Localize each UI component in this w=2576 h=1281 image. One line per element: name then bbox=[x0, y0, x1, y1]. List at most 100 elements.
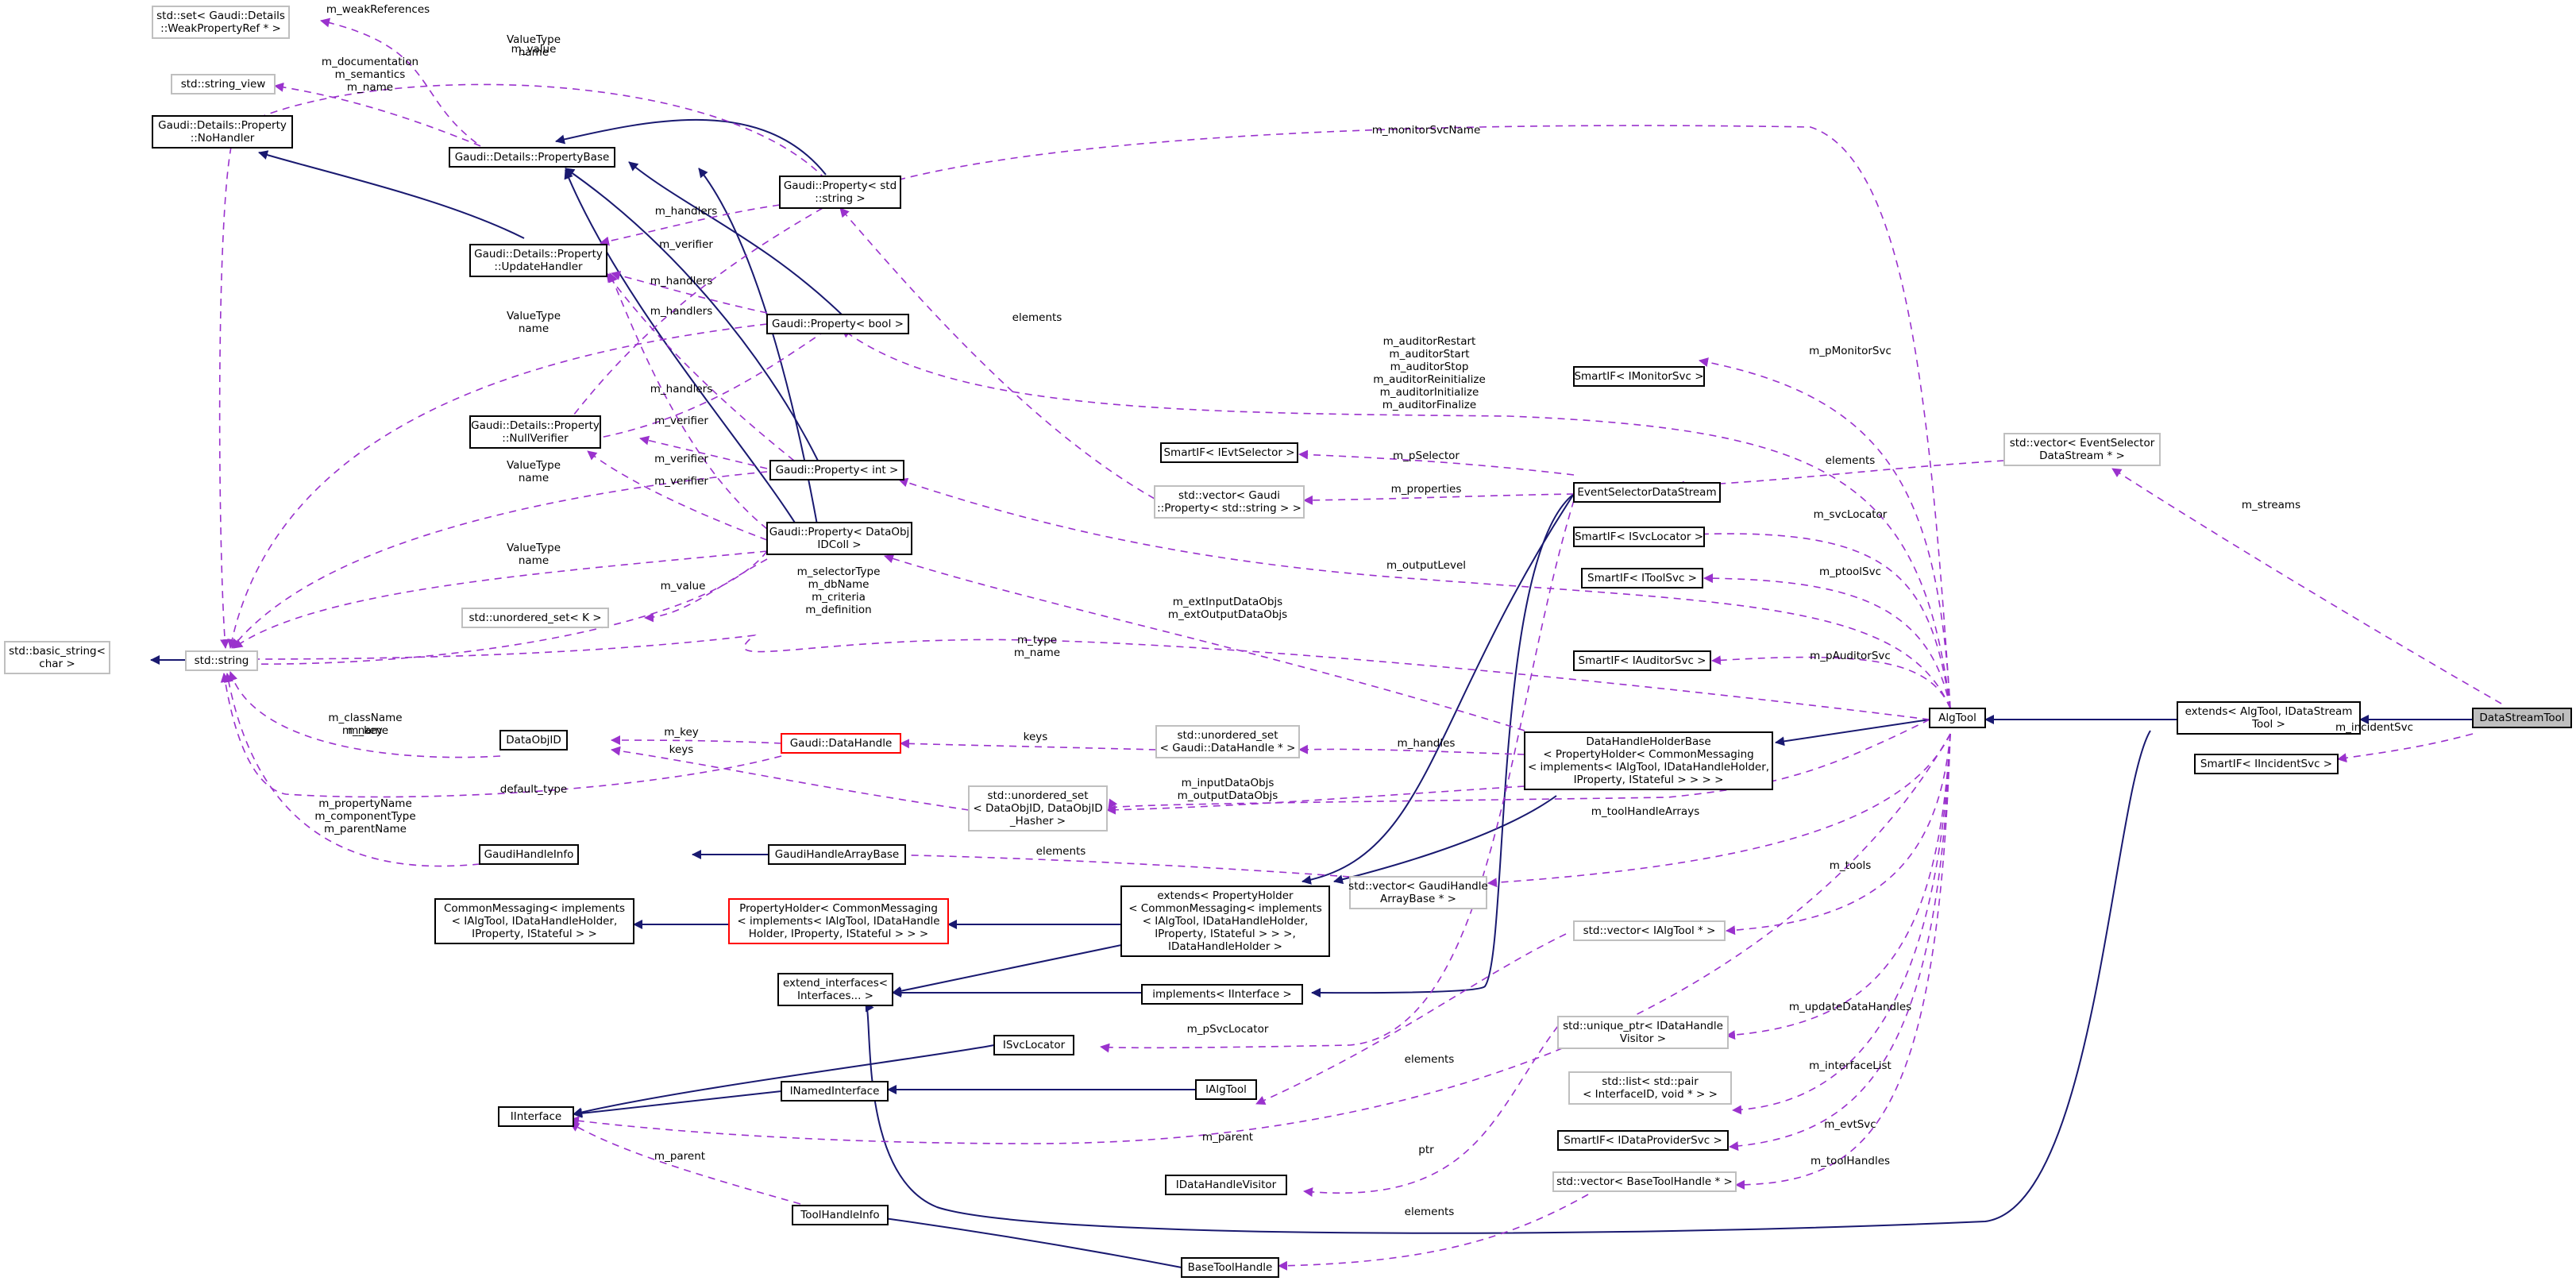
class-node-inamedinterface[interactable]: INamedInterface bbox=[781, 1081, 889, 1102]
class-node-label: std::unordered_set bbox=[1177, 729, 1278, 742]
class-node-gaudidatahandle[interactable]: Gaudi::DataHandle bbox=[781, 733, 901, 754]
edge-label: m_outputDataObjs bbox=[1178, 789, 1278, 802]
class-node-unordered-set-datahandle[interactable]: std::unordered_set< Gaudi::DataHandle * … bbox=[1155, 725, 1300, 758]
class-node-datastreamtool[interactable]: DataStreamTool bbox=[2472, 708, 2572, 728]
class-node-box bbox=[1120, 886, 1330, 957]
class-node-updatehandler[interactable]: Gaudi::Details::Property::UpdateHandler bbox=[469, 244, 607, 277]
edge-use-value bbox=[644, 558, 768, 623]
class-node-smartif-idataprovidersvc[interactable]: SmartIF< IDataProviderSvc > bbox=[1557, 1130, 1729, 1151]
class-node-gaudihandlearraybase[interactable]: GaudiHandleArrayBase bbox=[768, 844, 906, 865]
edge-use-svclocator bbox=[1673, 530, 1951, 709]
edge-use-verifier-dataobj bbox=[587, 450, 768, 541]
class-node-std-string[interactable]: std::string bbox=[185, 650, 258, 671]
class-node-propstring[interactable]: Gaudi::Property< std::string > bbox=[779, 176, 901, 209]
class-node-unordered-set-dataobjid[interactable]: std::unordered_set< DataObjID, DataObjID… bbox=[968, 785, 1108, 831]
edge-label: m_auditorStop bbox=[1390, 361, 1469, 373]
class-node-label: ::NullVerifier bbox=[502, 432, 569, 445]
class-node-vec-eventselector[interactable]: std::vector< EventSelectorDataStream * > bbox=[2003, 433, 2161, 466]
class-node-label: extend_interfaces< bbox=[783, 977, 888, 990]
edge-label: m_propertyName bbox=[318, 797, 412, 810]
class-node-isvclocator[interactable]: ISvcLocator bbox=[993, 1035, 1074, 1055]
edge-label: m_dbName bbox=[808, 578, 870, 591]
class-node-smartif-imonitorsvc[interactable]: SmartIF< IMonitorSvc > bbox=[1573, 366, 1705, 387]
class-node-algtool[interactable]: AlgTool bbox=[1929, 708, 1986, 728]
edge-label: m_auditorRestart bbox=[1383, 335, 1476, 348]
class-node-vec-gaudipropstring[interactable]: std::vector< Gaudi::Property< std::strin… bbox=[1154, 485, 1305, 519]
class-node-smartif-isvclocator[interactable]: SmartIF< ISvcLocator > bbox=[1573, 527, 1705, 547]
class-node-unique-ptr-idatahandlevisitor[interactable]: std::unique_ptr< IDataHandleVisitor > bbox=[1557, 1016, 1729, 1049]
class-node-label: Gaudi::Property< int > bbox=[776, 464, 899, 477]
class-node-eventselectordatastream[interactable]: EventSelectorDataStream bbox=[1573, 482, 1721, 503]
class-node-propertybase[interactable]: Gaudi::Details::PropertyBase bbox=[449, 147, 615, 168]
class-node-vec-gaudihandlearraybase[interactable]: std::vector< GaudiHandleArrayBase * > bbox=[1348, 876, 1488, 909]
edge-label: elements bbox=[1036, 845, 1086, 858]
class-node-nullverifier[interactable]: Gaudi::Details::Property::NullVerifier bbox=[469, 415, 601, 449]
edge-label: m_svcLocator bbox=[1814, 508, 1888, 521]
class-node-implements-iinterface[interactable]: implements< IInterface > bbox=[1141, 984, 1303, 1005]
class-node-label: DataStream * > bbox=[2039, 450, 2125, 462]
edge-label: m_parent bbox=[1202, 1131, 1253, 1144]
class-node-set-weakpropertyref[interactable]: std::set< Gaudi::Details::WeakPropertyRe… bbox=[152, 6, 290, 39]
class-node-box bbox=[993, 1035, 1074, 1055]
class-node-box bbox=[152, 115, 293, 149]
class-node-box bbox=[469, 244, 607, 277]
class-node-nohandler[interactable]: Gaudi::Details::Property::NoHandler bbox=[152, 115, 293, 149]
edge-label: m_name bbox=[1014, 646, 1060, 659]
class-node-unordered-set-k[interactable]: std::unordered_set< K > bbox=[461, 608, 609, 628]
class-node-smartif-itoolsvc[interactable]: SmartIF< IToolSvc > bbox=[1581, 568, 1703, 588]
edge-label: m_outputLevel bbox=[1386, 559, 1466, 572]
edge-label: m_extOutputDataObjs bbox=[1168, 608, 1287, 621]
class-node-idatahandlevisitor[interactable]: IDataHandleVisitor bbox=[1165, 1175, 1287, 1195]
class-node-box bbox=[1349, 876, 1487, 909]
class-node-smartif-iincidentsvc[interactable]: SmartIF< IIncidentSvc > bbox=[2194, 754, 2339, 774]
class-node-box bbox=[728, 898, 949, 944]
edge-label: m_verifier bbox=[654, 453, 708, 465]
class-node-label: < IAlgTool, IDataHandleHolder, bbox=[1143, 915, 1309, 928]
class-node-commonmessaging[interactable]: CommonMessaging< implements< IAlgTool, I… bbox=[434, 898, 634, 944]
class-node-label: std::string bbox=[195, 654, 249, 667]
class-node-iinterface[interactable]: IInterface bbox=[498, 1106, 574, 1127]
class-node-dataobjid[interactable]: DataObjID bbox=[499, 730, 568, 750]
class-node-label: std::basic_string< bbox=[9, 645, 106, 658]
class-node-label: GaudiHandleInfo bbox=[484, 848, 574, 861]
class-node-toolhandleinfo[interactable]: ToolHandleInfo bbox=[792, 1205, 889, 1225]
class-node-label: EventSelectorDataStream bbox=[1577, 486, 1716, 499]
class-node-vec-basetoolhandle[interactable]: std::vector< BaseToolHandle * > bbox=[1552, 1171, 1737, 1192]
class-node-extends-propertyholder[interactable]: extends< PropertyHolder< CommonMessaging… bbox=[1120, 886, 1330, 957]
class-node-gaudihandleinfo[interactable]: GaudiHandleInfo bbox=[479, 844, 579, 865]
class-node-propbool[interactable]: Gaudi::Property< bool > bbox=[766, 314, 909, 334]
class-node-box bbox=[1552, 1171, 1737, 1192]
edge-label: m_auditorFinalize bbox=[1382, 399, 1476, 411]
class-node-extend-interfaces[interactable]: extend_interfaces<Interfaces... > bbox=[777, 973, 893, 1006]
class-node-basic-string[interactable]: std::basic_string<char > bbox=[4, 641, 110, 674]
edge-use-monitorsvcname bbox=[887, 125, 1951, 709]
edge-inherit-extends-extendinterfaces bbox=[865, 730, 2151, 1234]
class-node-vec-ialgtool[interactable]: std::vector< IAlgTool * > bbox=[1573, 920, 1726, 941]
class-node-box bbox=[2003, 433, 2161, 466]
class-node-box bbox=[1573, 650, 1711, 671]
edge-use-valuetype-int bbox=[231, 471, 768, 649]
class-node-list-pair[interactable]: std::list< std::pair< InterfaceID, void … bbox=[1568, 1071, 1732, 1105]
class-node-box bbox=[449, 147, 615, 168]
class-node-smartif-iauditorsvc[interactable]: SmartIF< IAuditorSvc > bbox=[1573, 650, 1711, 671]
class-node-propertyholder[interactable]: PropertyHolder< CommonMessaging< impleme… bbox=[728, 898, 949, 944]
edge-use-type-name bbox=[237, 634, 1930, 720]
class-node-box bbox=[498, 1106, 574, 1127]
edge-label: m_toolHandles bbox=[1811, 1155, 1890, 1167]
class-node-ialgtool[interactable]: IAlgTool bbox=[1195, 1079, 1257, 1100]
edge-use-ptoolsvc bbox=[1703, 573, 1951, 709]
class-node-smartif-ievtselector[interactable]: SmartIF< IEvtSelector > bbox=[1160, 442, 1298, 463]
edge-inherit-isvclocator-iinterface bbox=[573, 1044, 995, 1117]
class-node-datahandleholderbase[interactable]: DataHandleHolderBase< PropertyHolder< Co… bbox=[1524, 731, 1773, 790]
edge-label: m_semantics bbox=[335, 68, 406, 81]
class-node-string-view[interactable]: std::string_view bbox=[171, 74, 276, 95]
class-node-propint[interactable]: Gaudi::Property< int > bbox=[769, 460, 904, 480]
edge-label: m_criteria bbox=[812, 591, 866, 604]
class-node-label: Holder, IProperty, IStateful > > > bbox=[749, 928, 928, 940]
class-node-basetoolhandle[interactable]: BaseToolHandle bbox=[1181, 1257, 1279, 1278]
class-node-label: SmartIF< IToolSvc > bbox=[1587, 572, 1697, 585]
class-node-box bbox=[1929, 708, 1986, 728]
class-node-label: std::vector< IAlgTool * > bbox=[1583, 924, 1716, 937]
